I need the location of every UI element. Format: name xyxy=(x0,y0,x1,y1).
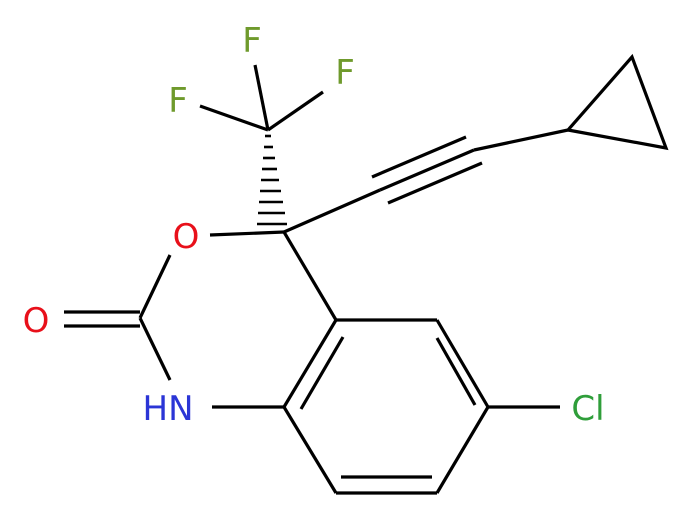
bond-cf3-f-top xyxy=(253,64,270,131)
atom-label-f-left: F xyxy=(168,81,188,121)
cyclopropyl-ring xyxy=(564,53,669,151)
atom-label-chlorine: Cl xyxy=(571,389,604,429)
atom-label-f-top: F xyxy=(242,21,262,61)
bond-cf3-f-left xyxy=(199,104,269,132)
atom-label-f-right: F xyxy=(335,53,355,93)
atom-label-ring-oxygen: O xyxy=(173,217,200,257)
bond-c4-alkyne xyxy=(283,188,381,234)
bond-c4-c4a xyxy=(282,231,338,321)
carbonyl-double-bond xyxy=(64,310,140,328)
atom-label-carbonyl-oxygen: O xyxy=(23,301,50,341)
bond-c4-o xyxy=(209,230,285,237)
benzene-ring xyxy=(282,318,490,495)
bond-alkyne-cyclopropyl xyxy=(473,128,569,152)
hashed-wedge-bond xyxy=(257,134,287,226)
triple-bond xyxy=(371,135,483,205)
atom-label-amine: HN xyxy=(143,389,194,429)
bond-c2-n xyxy=(138,317,172,381)
bond-cf3-f-right xyxy=(267,90,324,132)
bond-o-c2 xyxy=(138,254,172,319)
